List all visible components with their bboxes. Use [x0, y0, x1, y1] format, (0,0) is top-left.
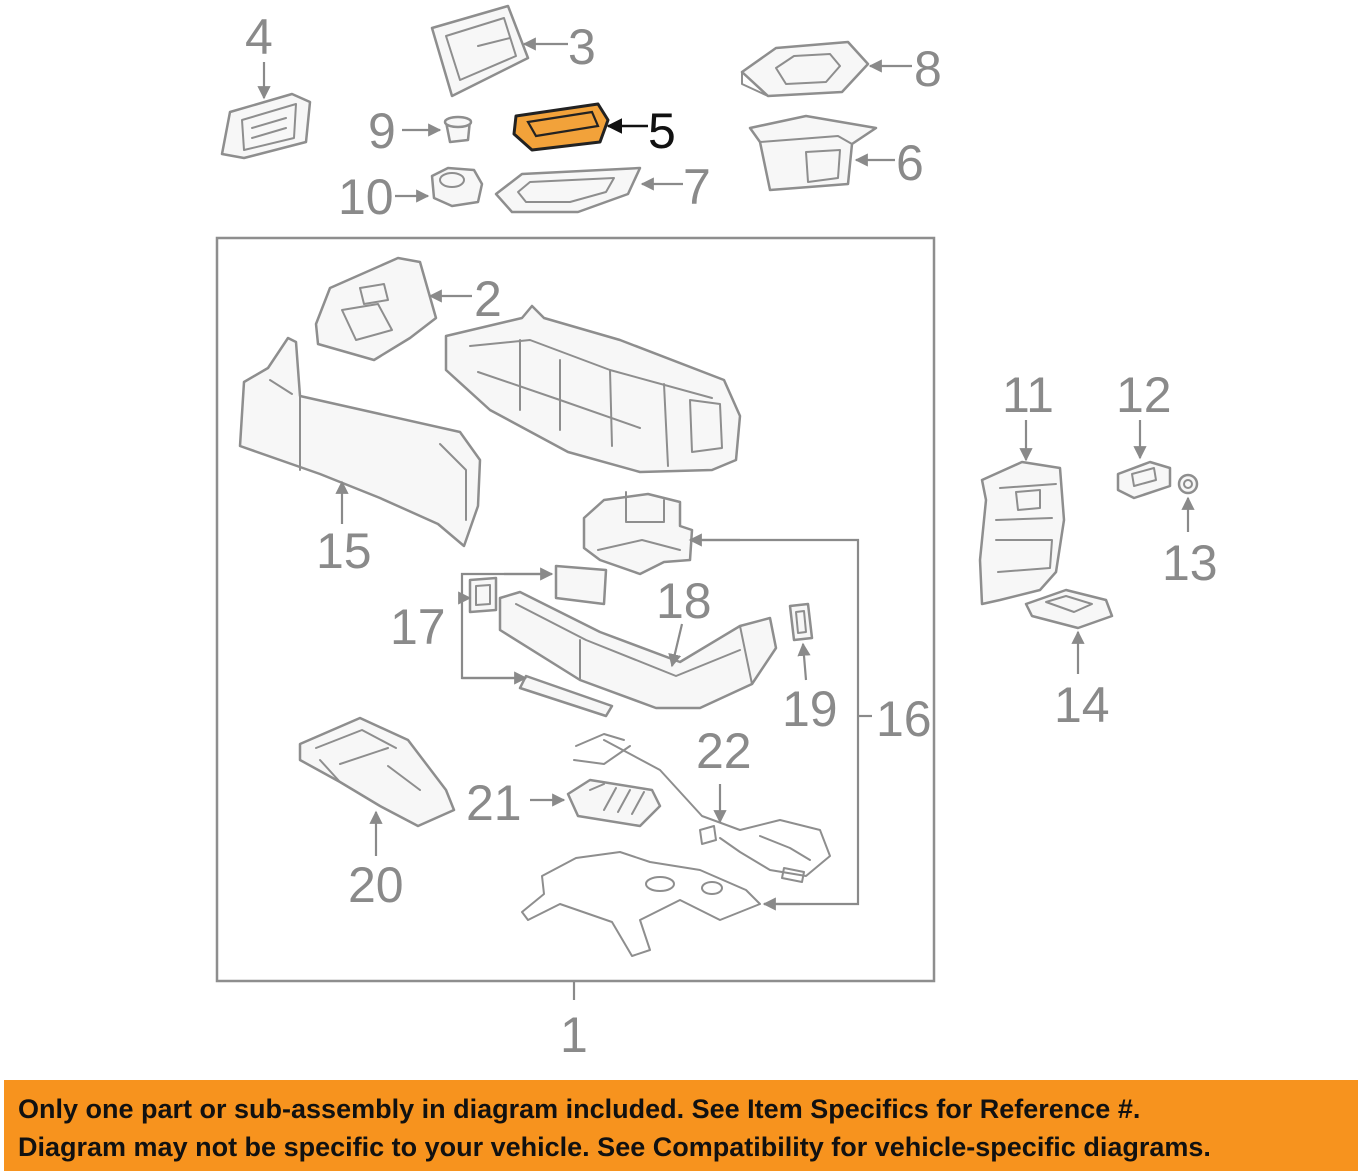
console-body[interactable]: [444, 304, 742, 474]
part-12[interactable]: [1116, 460, 1172, 500]
callout-18: 18: [656, 573, 712, 629]
part-4[interactable]: [220, 92, 312, 160]
callout-13: 13: [1162, 535, 1218, 591]
part-bracket[interactable]: [582, 491, 694, 576]
part-5-highlighted[interactable]: [512, 102, 610, 152]
part-2[interactable]: [314, 256, 438, 362]
part-6[interactable]: [748, 114, 878, 192]
assembly-frame: [215, 236, 936, 983]
part-17-panel[interactable]: [554, 564, 608, 606]
part-8[interactable]: [740, 40, 870, 98]
callout-19: 19: [782, 681, 838, 737]
part-9[interactable]: [443, 115, 473, 144]
parts-diagram: 4 3 8 9 5 6 10 7: [215, 4, 1218, 1063]
callout-9: 9: [368, 103, 396, 159]
part-19[interactable]: [788, 602, 814, 642]
callout-5: 5: [648, 103, 676, 159]
callout-20: 20: [348, 857, 404, 913]
notice-line-2: Diagram may not be specific to your vehi…: [18, 1132, 1211, 1162]
callout-10: 10: [338, 169, 394, 225]
callout-15: 15: [316, 523, 372, 579]
callout-11: 11: [1002, 367, 1054, 423]
part-17-bezel[interactable]: [468, 576, 498, 614]
callout-8: 8: [914, 41, 942, 97]
callout-22: 22: [696, 723, 752, 779]
callout-6: 6: [896, 135, 924, 191]
part-20[interactable]: [298, 716, 456, 828]
callout-21: 21: [466, 775, 522, 831]
part-11[interactable]: [978, 460, 1066, 606]
part-15[interactable]: [238, 336, 482, 548]
callout-1: 1: [560, 1007, 588, 1063]
callout-2: 2: [474, 271, 502, 327]
notice-banner: Only one part or sub-assembly in diagram…: [4, 1080, 1358, 1171]
callout-14: 14: [1054, 677, 1110, 733]
part-22[interactable]: [573, 733, 831, 883]
callout-16: 16: [876, 691, 932, 747]
part-base-bracket[interactable]: [521, 851, 761, 957]
callout-3: 3: [568, 19, 596, 75]
part-13[interactable]: [1177, 473, 1199, 495]
notice-line-1: Only one part or sub-assembly in diagram…: [18, 1094, 1141, 1124]
part-14[interactable]: [1024, 588, 1114, 630]
part-18[interactable]: [498, 590, 778, 710]
callout-17: 17: [390, 599, 446, 655]
part-10[interactable]: [430, 166, 484, 208]
part-21[interactable]: [566, 778, 662, 828]
callout-7: 7: [683, 159, 711, 215]
part-3[interactable]: [430, 4, 530, 98]
part-7[interactable]: [494, 166, 642, 214]
callout-4: 4: [245, 9, 273, 65]
callout-12: 12: [1116, 367, 1172, 423]
